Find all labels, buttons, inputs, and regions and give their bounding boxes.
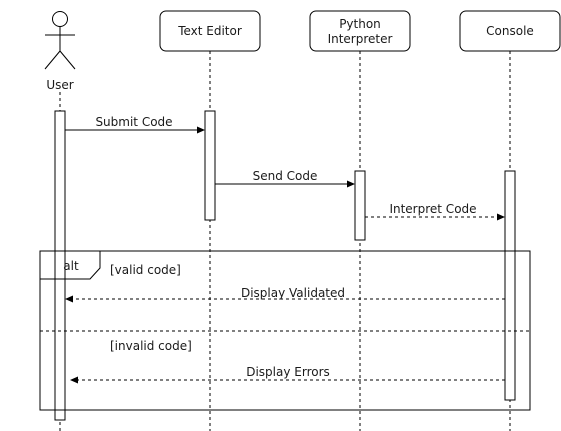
alt-operator-tab bbox=[40, 250, 101, 280]
participant-box bbox=[459, 10, 561, 52]
participant-text-editor: Text Editor bbox=[159, 10, 261, 52]
alt-operator-label: alt bbox=[63, 259, 79, 273]
participant-user-label: User bbox=[46, 78, 73, 92]
message-label: Interpret Code bbox=[389, 202, 476, 216]
user-actor-icon bbox=[44, 11, 76, 70]
participant-python-label-line2: Interpreter bbox=[328, 32, 393, 46]
message-display-errors: Display Errors bbox=[71, 365, 505, 380]
message-label: Send Code bbox=[253, 169, 318, 183]
participant-python-interpreter: Python Interpreter bbox=[309, 10, 411, 52]
participant-console: Console bbox=[459, 10, 561, 52]
message-display-validated: Display Validated bbox=[66, 286, 505, 300]
console-activation-bar bbox=[504, 170, 516, 401]
alt-fragment: alt [valid code] [invalid code] bbox=[39, 250, 531, 411]
message-interpret-code: Interpret Code bbox=[365, 202, 504, 217]
user-activation-bar bbox=[54, 110, 66, 421]
alt-guard-valid: [valid code] bbox=[110, 263, 181, 277]
message-label: Display Validated bbox=[241, 286, 345, 300]
message-send-code: Send Code bbox=[215, 169, 354, 184]
participant-box bbox=[309, 10, 411, 52]
message-label: Submit Code bbox=[95, 115, 172, 129]
participant-python-label-line1: Python bbox=[339, 17, 381, 31]
alt-guard-invalid: [invalid code] bbox=[110, 339, 192, 353]
message-submit-code: Submit Code bbox=[65, 115, 204, 130]
text-editor-activation-bar bbox=[204, 110, 216, 221]
participant-box bbox=[159, 10, 261, 52]
participant-text-editor-label: Text Editor bbox=[177, 24, 242, 38]
message-label: Display Errors bbox=[246, 365, 330, 379]
participant-console-label: Console bbox=[486, 24, 534, 38]
python-interpreter-activation-bar bbox=[354, 170, 366, 241]
